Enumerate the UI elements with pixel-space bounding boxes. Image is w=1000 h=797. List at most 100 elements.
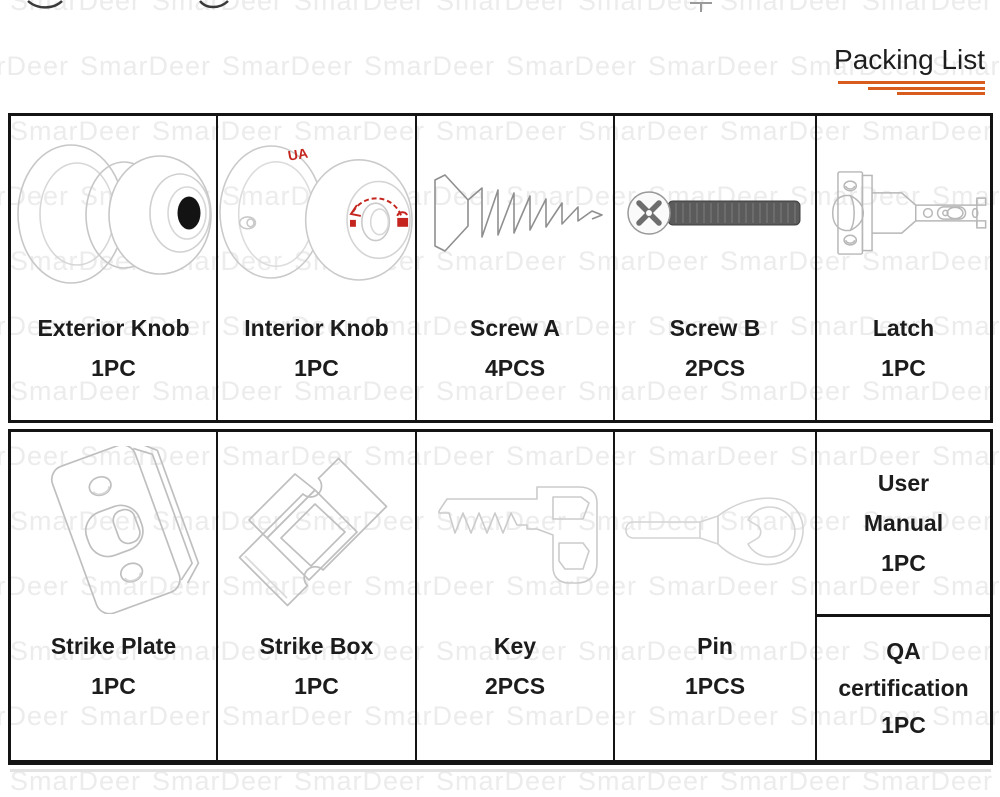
- watermark-text: SmarDeer: [222, 571, 354, 601]
- item-label-line1: User: [877, 470, 930, 496]
- watermark-text: SmarDeer: [10, 376, 142, 406]
- watermark-text: SmarDeer: [0, 441, 70, 471]
- knob-marking-text: UA: [287, 146, 309, 164]
- watermark-text: SmarDeer: [80, 571, 212, 601]
- watermark-text: SmarDeer: [648, 441, 780, 471]
- cell-strike-box: Strike Box 1PC: [218, 432, 417, 760]
- item-qty: 1PC: [91, 355, 136, 381]
- watermark-text: SmarDeer: [222, 51, 354, 81]
- screw-b-drawing: [615, 116, 815, 310]
- watermark-text: SmarDeer: [436, 376, 568, 406]
- watermark-text: SmarDeer: [0, 51, 70, 81]
- watermark-text: SmarDeer: [790, 51, 922, 81]
- watermark-text: SmarDeer: [790, 441, 922, 471]
- title-underline-1: [838, 81, 985, 84]
- watermark-text: SmarDeer: [0, 181, 70, 211]
- table-row-2: Strike Plate 1PC Strike Box 1PC: [8, 429, 993, 765]
- item-label-line2: Manual: [863, 510, 944, 536]
- item-label: Pin: [697, 633, 733, 659]
- watermark-text: SmarDeer: [648, 701, 780, 731]
- item-qty: 1PCS: [684, 673, 746, 699]
- watermark-text: SmarDeer: [222, 311, 354, 341]
- cell-pin: Pin 1PCS: [615, 432, 817, 760]
- watermark-text: SmarDeer: [578, 246, 710, 276]
- table-row-1: Exterior Knob 1PC UA: [8, 113, 993, 423]
- item-label: Key: [493, 633, 537, 659]
- watermark-text: SmarDeer: [294, 636, 426, 666]
- watermark-text: SmarDeer: [10, 116, 142, 146]
- watermark-text: SmarDeer: [436, 116, 568, 146]
- item-qty: 1PC: [881, 550, 926, 576]
- watermark-text: SmarDeer: [436, 0, 568, 16]
- strike-box-drawing: [218, 432, 415, 628]
- watermark-text: SmarDeer: [648, 571, 780, 601]
- watermark-text: SmarDeer: [720, 636, 852, 666]
- watermark-text: SmarDeer: [10, 636, 142, 666]
- watermark-text: SmarDeer: [436, 636, 568, 666]
- watermark-text: SmarDeer: [294, 506, 426, 536]
- watermark-text: SmarDeer: [932, 51, 1000, 81]
- item-qty: 1PC: [881, 355, 926, 381]
- exterior-knob-drawing: [11, 116, 216, 310]
- watermark-text: SmarDeer: [862, 246, 994, 276]
- watermark-text: SmarDeer: [80, 51, 212, 81]
- watermark-text: SmarDeer: [720, 246, 852, 276]
- item-label: Strike Plate: [50, 633, 177, 659]
- watermark-text: SmarDeer: [720, 116, 852, 146]
- watermark-text: SmarDeer: [294, 116, 426, 146]
- item-qty: 1PC: [294, 673, 339, 699]
- watermark-text: SmarDeer: [720, 376, 852, 406]
- item-label: Latch: [872, 315, 935, 341]
- watermark-text: SmarDeer: [10, 0, 142, 16]
- item-label: Screw A: [470, 315, 560, 341]
- watermark-text: SmarDeer: [578, 636, 710, 666]
- watermark-text: SmarDeer: [0, 311, 70, 341]
- watermark-text: SmarDeer: [862, 0, 994, 16]
- watermark-text: SmarDeer: [294, 376, 426, 406]
- cell-latch: Latch 1PC: [817, 116, 990, 420]
- watermark-text: SmarDeer: [932, 441, 1000, 471]
- strike-plate-drawing: [11, 432, 216, 628]
- packing-list-table: Exterior Knob 1PC UA: [8, 113, 993, 772]
- item-qty: 4PCS: [484, 355, 546, 381]
- cell-screw-b: Screw B 2PCS: [615, 116, 817, 420]
- watermark-text: SmarDeer: [436, 246, 568, 276]
- watermark-text: SmarDeer: [294, 0, 426, 16]
- key-drawing: [417, 432, 613, 628]
- watermark-text: SmarDeer: [578, 376, 710, 406]
- watermark-text: SmarDeer: [152, 0, 284, 16]
- watermark-text: SmarDeer: [932, 311, 1000, 341]
- watermark-text: SmarDeer: [862, 636, 994, 666]
- item-qty: 2PCS: [684, 355, 746, 381]
- watermark-text: SmarDeer: [0, 701, 70, 731]
- watermark-text: SmarDeer: [364, 571, 496, 601]
- item-qty: 1PC: [91, 673, 136, 699]
- watermark-text: SmarDeer: [790, 701, 922, 731]
- item-label: Interior Knob: [244, 315, 389, 341]
- watermark-text: SmarDeer: [790, 311, 922, 341]
- watermark-text: SmarDeer: [790, 571, 922, 601]
- watermark-text: SmarDeer: [862, 506, 994, 536]
- item-label-line1: QA: [886, 638, 921, 664]
- watermark-text: SmarDeer: [80, 311, 212, 341]
- item-label: Screw B: [669, 315, 761, 341]
- item-qty: 1PC: [881, 712, 926, 738]
- page-title: Packing List: [834, 44, 985, 75]
- cell-qa-certification: QA certification 1PC: [817, 617, 990, 760]
- pin-drawing: [615, 432, 815, 628]
- watermark-text: SmarDeer: [862, 116, 994, 146]
- cell-strike-plate: Strike Plate 1PC: [11, 432, 218, 760]
- cropped-top-artifacts: [27, 0, 712, 12]
- watermark-text: SmarDeer: [0, 571, 70, 601]
- watermark-text: SmarDeer: [364, 51, 496, 81]
- watermark-text: SmarDeer: [364, 441, 496, 471]
- watermark-text: SmarDeer: [862, 376, 994, 406]
- screw-a-drawing: [417, 116, 613, 310]
- watermark-text: SmarDeer: [932, 701, 1000, 731]
- latch-drawing: [817, 116, 990, 310]
- item-label: Strike Box: [259, 633, 374, 659]
- watermark-text: SmarDeer: [720, 0, 852, 16]
- cell-exterior-knob: Exterior Knob 1PC: [11, 116, 218, 420]
- cell-manual-and-qa: User Manual 1PC QA certification 1PC: [817, 432, 990, 760]
- cell-screw-a: Screw A 4PCS: [417, 116, 615, 420]
